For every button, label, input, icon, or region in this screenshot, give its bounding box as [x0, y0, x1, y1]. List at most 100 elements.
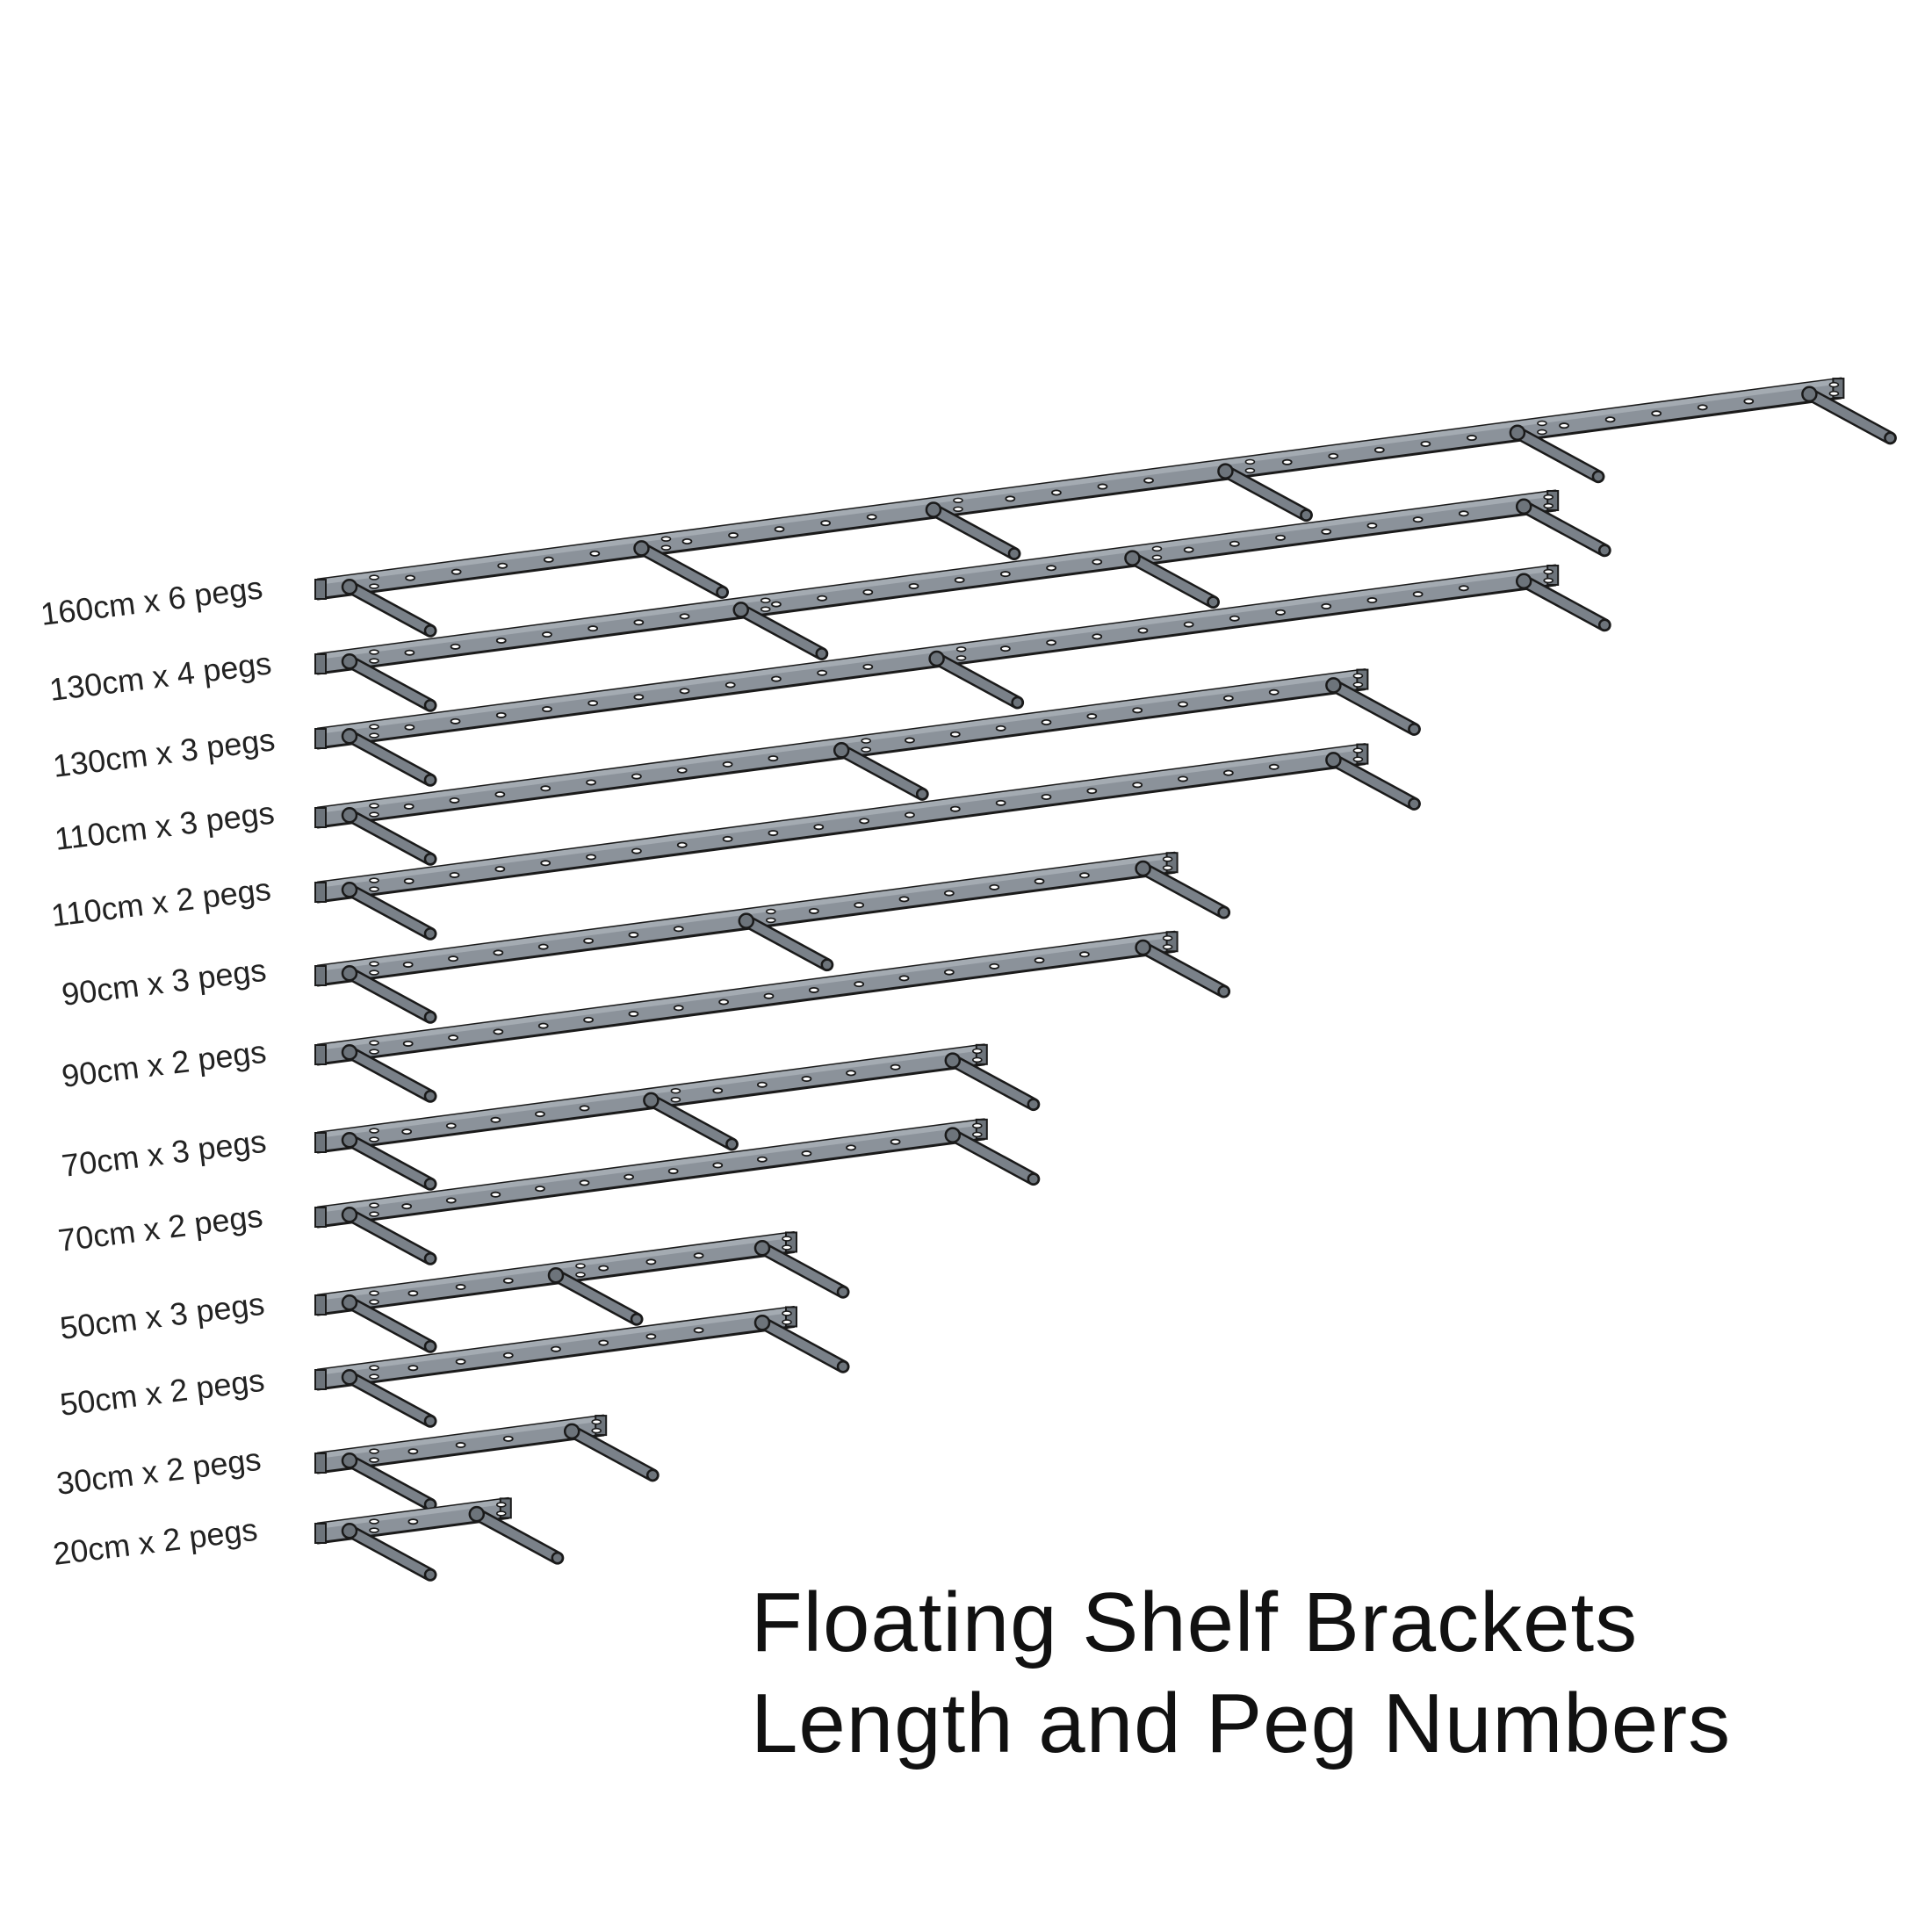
peg-rod	[1221, 466, 1311, 520]
screw-hole	[598, 1339, 609, 1346]
screw-hole	[1041, 719, 1052, 726]
screw-hole	[1543, 494, 1554, 501]
screw-hole	[495, 637, 507, 644]
screw-hole	[1412, 591, 1424, 598]
screw-hole	[369, 1202, 379, 1208]
screw-hole	[1143, 477, 1154, 484]
screw-hole	[583, 1016, 594, 1023]
peg-tip	[423, 1339, 437, 1353]
peg-tip	[1207, 595, 1220, 609]
screw-hole	[1162, 865, 1173, 871]
screw-hole	[1132, 782, 1143, 789]
screw-hole	[1229, 615, 1240, 622]
screw-hole	[679, 688, 690, 695]
bracket-label: 90cm x 2 pegs	[60, 1034, 268, 1094]
peg-base	[1325, 752, 1342, 768]
screw-hole	[1328, 452, 1339, 459]
bracket-end-cap	[314, 1207, 327, 1228]
screw-hole	[1275, 534, 1286, 541]
peg-rod	[1519, 576, 1610, 630]
screw-hole	[1092, 559, 1103, 566]
screw-hole	[1697, 404, 1708, 411]
screw-hole	[1183, 621, 1194, 628]
screw-hole	[449, 797, 460, 804]
peg	[753, 1314, 850, 1373]
bracket-label: 130cm x 3 pegs	[51, 721, 277, 784]
bracket-label: 110cm x 2 pegs	[49, 871, 273, 934]
screw-hole	[1543, 568, 1554, 575]
bracket-end-cap	[314, 1294, 327, 1316]
peg-rod	[567, 1426, 658, 1480]
screw-hole	[407, 1448, 419, 1455]
screw-hole	[1046, 639, 1056, 646]
screw-hole	[1275, 609, 1286, 616]
peg	[1515, 573, 1611, 632]
bracket-label: 130cm x 4 pegs	[47, 645, 273, 708]
screw-hole	[369, 732, 379, 739]
screw-hole	[369, 724, 379, 730]
bracket	[314, 377, 1897, 638]
screw-hole	[765, 908, 776, 915]
peg-rod	[758, 1318, 847, 1372]
peg-base	[753, 1239, 771, 1257]
bracket	[314, 564, 1611, 787]
screw-hole	[1079, 872, 1090, 879]
screw-hole	[588, 625, 599, 632]
screw-hole	[450, 717, 461, 724]
screw-hole	[369, 658, 379, 664]
screw-hole	[972, 1131, 983, 1138]
screw-hole	[673, 926, 684, 933]
peg-base	[1509, 424, 1526, 441]
peg	[341, 1294, 437, 1353]
peg	[1325, 677, 1421, 736]
bracket-label: 50cm x 2 pegs	[58, 1362, 266, 1423]
screw-hole	[1321, 602, 1332, 609]
screw-hole	[404, 724, 415, 731]
bracket	[314, 1305, 850, 1428]
screw-hole	[645, 1333, 657, 1340]
screw-hole	[1151, 554, 1163, 561]
peg-tip	[423, 773, 437, 787]
screw-hole	[1079, 951, 1090, 958]
screw-hole	[455, 1442, 466, 1449]
screw-hole	[407, 1365, 419, 1372]
screw-hole	[369, 803, 379, 809]
screw-hole	[535, 1186, 545, 1193]
screw-hole	[455, 1284, 466, 1291]
screw-hole	[1352, 673, 1364, 679]
peg-rod	[472, 1510, 562, 1563]
screw-hole	[782, 1319, 792, 1325]
screw-hole	[628, 932, 639, 939]
screw-hole	[401, 1128, 413, 1135]
peg	[547, 1266, 644, 1326]
screw-hole	[722, 835, 733, 842]
screw-hole	[405, 574, 416, 581]
screw-hole	[449, 871, 460, 878]
peg	[1325, 752, 1421, 811]
screw-hole	[999, 571, 1011, 578]
peg-rod	[1329, 755, 1419, 809]
screw-hole	[1537, 420, 1547, 427]
screw-hole	[589, 550, 601, 557]
peg-tip	[836, 1285, 850, 1299]
peg-base	[341, 1452, 358, 1469]
screw-hole	[801, 1076, 812, 1083]
peg	[738, 912, 834, 972]
bracket-end-cap	[314, 728, 327, 749]
screw-hole	[455, 1359, 466, 1366]
screw-hole	[579, 1179, 590, 1186]
screw-hole	[1543, 577, 1554, 584]
screw-hole	[954, 577, 965, 584]
bracket-label: 30cm x 2 pegs	[54, 1441, 263, 1502]
screw-hole	[369, 970, 379, 976]
screw-hole	[728, 532, 739, 539]
screw-hole	[1281, 458, 1293, 465]
screw-hole	[1222, 695, 1234, 702]
screw-hole	[768, 755, 779, 762]
peg-rod	[551, 1271, 641, 1324]
screw-hole	[537, 943, 549, 950]
screw-hole	[369, 1527, 379, 1533]
peg-base	[1515, 498, 1532, 515]
screw-hole	[369, 574, 379, 580]
peg-base	[944, 1052, 962, 1069]
